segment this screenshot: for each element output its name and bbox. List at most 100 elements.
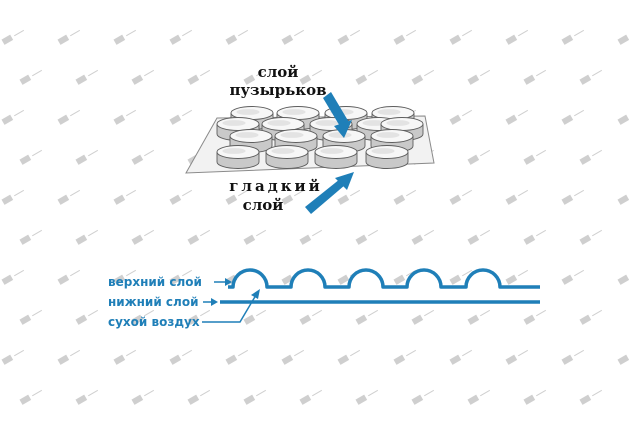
watermark-tile bbox=[523, 229, 547, 245]
watermark-tile bbox=[57, 269, 81, 285]
watermark-tile bbox=[169, 189, 193, 205]
watermark-tile bbox=[393, 29, 417, 45]
watermark-tile bbox=[337, 349, 361, 365]
watermark-tile bbox=[467, 309, 491, 325]
watermark-tile bbox=[523, 69, 547, 85]
watermark-tile bbox=[467, 389, 491, 405]
watermark-tile bbox=[337, 29, 361, 45]
watermark-tile bbox=[1, 269, 25, 285]
watermark-tile bbox=[579, 389, 603, 405]
watermark-tile bbox=[131, 69, 155, 85]
watermark-tile bbox=[355, 69, 379, 85]
watermark-tile bbox=[411, 69, 435, 85]
watermark-tile bbox=[579, 309, 603, 325]
watermark-tile bbox=[523, 389, 547, 405]
watermark-tile bbox=[1, 109, 25, 125]
smooth-layer-label-line2: слой bbox=[243, 196, 284, 214]
watermark-tile bbox=[19, 309, 43, 325]
watermark-tile bbox=[467, 69, 491, 85]
watermark-tile bbox=[19, 149, 43, 165]
watermark-tile bbox=[411, 389, 435, 405]
watermark-tile bbox=[561, 109, 585, 125]
bubble bbox=[265, 145, 309, 169]
watermark-tile bbox=[505, 189, 529, 205]
watermark-tile bbox=[169, 349, 193, 365]
bubble-grid bbox=[216, 106, 424, 169]
watermark-tile bbox=[617, 194, 629, 205]
watermark-tile bbox=[225, 349, 249, 365]
watermark-tile bbox=[579, 229, 603, 245]
watermark-tile bbox=[299, 229, 323, 245]
watermark-tile bbox=[75, 149, 99, 165]
watermark-tile bbox=[1, 349, 25, 365]
watermark-tile bbox=[355, 229, 379, 245]
watermark-tile bbox=[617, 274, 629, 285]
watermark-tile bbox=[187, 229, 211, 245]
watermark-tile bbox=[1, 189, 25, 205]
watermark-tile bbox=[75, 389, 99, 405]
watermark-tile bbox=[449, 109, 473, 125]
watermark-tile bbox=[393, 349, 417, 365]
watermark-tile bbox=[113, 189, 137, 205]
watermark-tile bbox=[579, 69, 603, 85]
watermark-tile bbox=[57, 29, 81, 45]
watermark-tile bbox=[505, 349, 529, 365]
top-layer-line bbox=[228, 268, 540, 289]
watermark-tile bbox=[337, 189, 361, 205]
watermark-tile bbox=[449, 349, 473, 365]
watermark-tile bbox=[393, 189, 417, 205]
bubble-layer-arrow bbox=[323, 92, 352, 138]
watermark-tile bbox=[505, 269, 529, 285]
bubble bbox=[365, 145, 409, 169]
watermark-tile bbox=[75, 229, 99, 245]
watermark-tile bbox=[113, 29, 137, 45]
smooth-layer-label-line1: гладкий bbox=[229, 177, 323, 195]
watermark-tile bbox=[57, 189, 81, 205]
bubble bbox=[216, 145, 260, 169]
watermark-tile bbox=[561, 29, 585, 45]
watermark-tile bbox=[19, 389, 43, 405]
watermark-tile bbox=[243, 389, 267, 405]
watermark-tile bbox=[75, 69, 99, 85]
watermark-tile bbox=[19, 229, 43, 245]
watermark-tile bbox=[467, 149, 491, 165]
watermark-tile bbox=[75, 309, 99, 325]
watermark-tile bbox=[561, 269, 585, 285]
top-layer-leader-arrow bbox=[214, 278, 232, 286]
watermark-tile bbox=[169, 269, 193, 285]
watermark-tile bbox=[299, 69, 323, 85]
watermark-tile bbox=[617, 114, 629, 125]
bubble-wrap-illustration bbox=[185, 106, 435, 174]
watermark-tile bbox=[299, 309, 323, 325]
watermark-tile bbox=[225, 189, 249, 205]
watermark-tile bbox=[169, 29, 193, 45]
watermark-tile bbox=[617, 354, 629, 365]
bubble-layer-label-line1: слой bbox=[258, 63, 299, 81]
watermark-tile bbox=[505, 109, 529, 125]
watermark-tile bbox=[393, 269, 417, 285]
watermark-tile bbox=[617, 34, 629, 45]
watermark-tile bbox=[561, 189, 585, 205]
watermark-tile bbox=[131, 149, 155, 165]
watermark-tile bbox=[131, 229, 155, 245]
watermark-tile bbox=[243, 229, 267, 245]
watermark-tile bbox=[579, 149, 603, 165]
watermark-tile bbox=[113, 109, 137, 125]
watermark-tile bbox=[505, 29, 529, 45]
watermark-tile bbox=[411, 309, 435, 325]
watermark-tile bbox=[243, 69, 267, 85]
watermark-tile bbox=[113, 349, 137, 365]
dry-air-label: сухой воздух bbox=[108, 315, 200, 329]
watermark-tile bbox=[169, 109, 193, 125]
watermark-tile bbox=[131, 309, 155, 325]
bottom-layer-label: нижний слой bbox=[108, 295, 198, 309]
watermark-tile bbox=[523, 149, 547, 165]
watermark-tile bbox=[187, 69, 211, 85]
watermark-tile bbox=[411, 229, 435, 245]
watermark-tile bbox=[113, 269, 137, 285]
bubble bbox=[314, 145, 358, 169]
watermark-tile bbox=[187, 309, 211, 325]
watermark-tile bbox=[355, 309, 379, 325]
watermark-tile bbox=[57, 109, 81, 125]
